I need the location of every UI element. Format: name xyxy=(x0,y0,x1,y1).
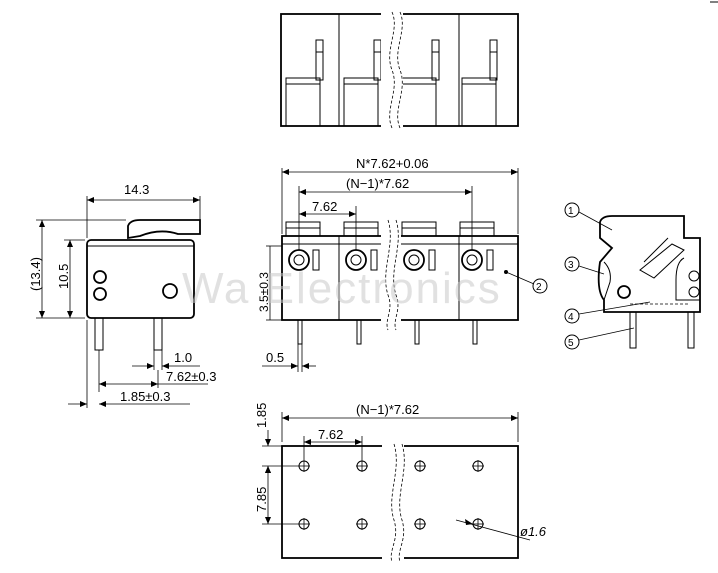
front-view: N*7.62+0.06 (N−1)*7.62 7.62 3.5±0.3 0.5 … xyxy=(257,156,548,372)
front-pin-label: 0.5 xyxy=(266,350,284,365)
side-view: 14.3 10.5 (13.4) 1.0 7.62±0.3 1.85±0.3 xyxy=(28,182,217,408)
side-offset-label: 1.85±0.3 xyxy=(120,389,171,404)
pcb-span-label: (N−1)*7.62 xyxy=(356,402,419,417)
front-span-label: (N−1)*7.62 xyxy=(346,176,409,191)
watermark: Wa Electronics xyxy=(182,264,502,313)
pcb-pitch-label: 7.62 xyxy=(318,427,343,442)
top-view xyxy=(280,11,519,129)
pcb-view: (N−1)*7.62 7.62 1.85 7.85 ø1.6 xyxy=(254,402,547,563)
side-height-label: 10.5 xyxy=(56,264,71,289)
callout-5: 5 xyxy=(568,338,574,349)
front-vertical-label: 3.5±0.3 xyxy=(257,272,271,312)
side-width-label: 14.3 xyxy=(124,182,149,197)
front-callout-2: 2 xyxy=(536,282,542,293)
callout-4: 4 xyxy=(568,312,574,323)
pcb-top-margin-label: 1.85 xyxy=(254,403,269,428)
callout-2-circle xyxy=(532,278,548,294)
pcb-row-spacing-label: 7.85 xyxy=(254,487,269,512)
side-overall-height-label: (13.4) xyxy=(28,257,43,291)
pcb-hole-label: ø1.6 xyxy=(520,524,547,539)
side-pin-width-label: 1.0 xyxy=(174,350,192,365)
section-view: 1 3 4 5 xyxy=(564,202,701,350)
front-pitch-label: 7.62 xyxy=(312,199,337,214)
callout-1: 1 xyxy=(568,206,574,217)
callout-3: 3 xyxy=(568,260,574,271)
side-pin-pitch-label: 7.62±0.3 xyxy=(166,369,217,384)
front-overall-label: N*7.62+0.06 xyxy=(356,156,429,171)
